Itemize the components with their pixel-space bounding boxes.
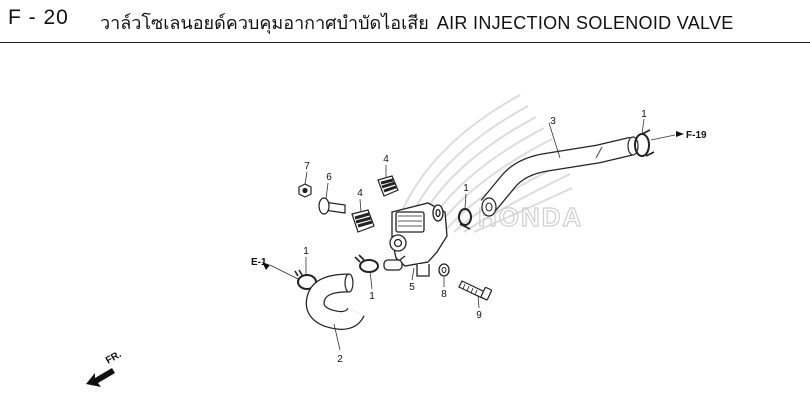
part-9-bolt	[458, 280, 493, 301]
callout-2: 2	[337, 354, 343, 365]
figure-title-english: AIR INJECTION SOLENOID VALVE	[436, 13, 734, 33]
figure-id: F - 20	[8, 6, 69, 29]
callout-1-top: 1	[641, 109, 647, 120]
ref-e1: E-1	[251, 257, 267, 268]
part-8-washer	[438, 263, 450, 277]
callout-4-top: 4	[383, 154, 389, 165]
part-4-rubber-mount-mid	[351, 209, 375, 233]
part-1-clamp-mid	[458, 208, 472, 230]
ref-f19-arrow	[676, 131, 684, 137]
part-7-nut	[298, 183, 312, 198]
callout-7: 7	[304, 161, 310, 172]
part-4-rubber-mount-top	[377, 175, 399, 197]
callout-5: 5	[409, 282, 415, 293]
figure-title-thai: วาล์วโซเลนอยด์ควบคุมอากาศบำบัดไอเสีย	[100, 13, 429, 33]
callout-6: 6	[326, 172, 332, 183]
ref-f19: F-19	[686, 130, 707, 141]
part-6-collar	[318, 197, 346, 215]
leader-lines	[269, 118, 676, 351]
page-header: F - 20 วาล์วโซเลนอยด์ควบคุมอากาศบำบัดไอเ…	[0, 0, 810, 44]
ref-e1-arrow	[262, 262, 270, 270]
callout-9: 9	[476, 310, 482, 321]
callout-1-left: 1	[303, 246, 309, 257]
callout-1-low: 1	[369, 291, 375, 302]
part-1-clamp-low	[354, 254, 379, 273]
callout-4-mid: 4	[357, 188, 363, 199]
front-direction-label: FR.	[104, 349, 124, 367]
callout-1-mid: 1	[463, 183, 469, 194]
figure-title: วาล์วโซเลนอยด์ควบคุมอากาศบำบัดไอเสีย AIR …	[100, 8, 734, 37]
part-5-solenoid-valve	[383, 202, 448, 277]
callout-3: 3	[550, 116, 556, 127]
front-direction-arrow: FR.	[86, 349, 124, 387]
part-3-hose	[480, 136, 639, 217]
callout-8: 8	[441, 289, 447, 300]
part-2-hose	[305, 273, 365, 330]
header-rule	[0, 42, 810, 43]
